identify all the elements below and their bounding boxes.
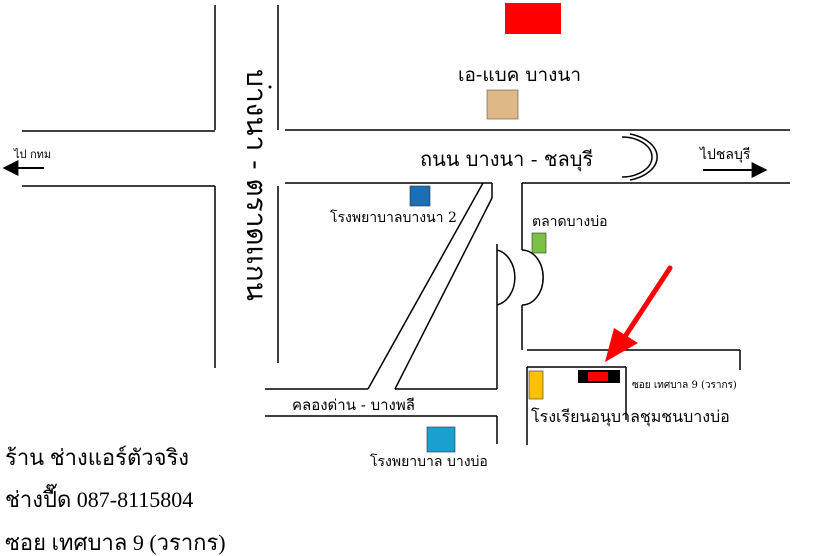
- shop-name: ร้าน ช่างแอร์ตัวจริง: [5, 445, 190, 470]
- hospital-bangna2-label: โรงพยาบาลบางนา 2: [330, 209, 457, 226]
- soi-label: ซอย เทศบาล 9 (วรากร): [632, 380, 737, 391]
- road-main: [22, 129, 790, 187]
- to-chonburi-label: ไปชลบุรี: [699, 146, 751, 163]
- hospital-bangbo-label: โรงพยาบาล บางบ่อ: [370, 453, 488, 470]
- market-label: ตลาดบางบ่อ: [532, 214, 608, 230]
- road-vertical-label: บางนา - ตราดเเกน: [240, 69, 273, 301]
- red-pointer-arrow-icon: [605, 265, 673, 362]
- shop-location-marker: [578, 370, 620, 383]
- hospital-bangbo-icon: [426, 426, 456, 453]
- shop-phone: ช่างปื๊ด 087-8115804: [5, 487, 194, 512]
- red-marker-top: [505, 3, 561, 34]
- aebac-label: เอ-แบค บางนา: [458, 64, 581, 86]
- market-icon: [531, 232, 547, 254]
- to-bangkok-label: ไป กทม: [13, 148, 51, 161]
- school-label: โรงเรียนอนุบาลชุมชนบางบ่อ: [531, 407, 730, 427]
- road-main-label: ถนน บางนา - ชลบุรี: [420, 147, 593, 172]
- u-turn-icon: [621, 133, 658, 181]
- hospital-bangna2-icon: [409, 185, 431, 207]
- shop-soi: ซอย เทศบาล 9 (วรากร): [5, 530, 226, 555]
- road-bottom-label: คลองด่าน - บางพลี: [292, 396, 415, 414]
- road-soi: [526, 349, 741, 445]
- road-vertical: [214, 5, 279, 368]
- road-bottom: [265, 388, 498, 444]
- aebac-building-icon: [486, 89, 519, 120]
- road-diagonal: [367, 182, 493, 390]
- road-side: [496, 183, 544, 389]
- school-icon: [528, 370, 544, 400]
